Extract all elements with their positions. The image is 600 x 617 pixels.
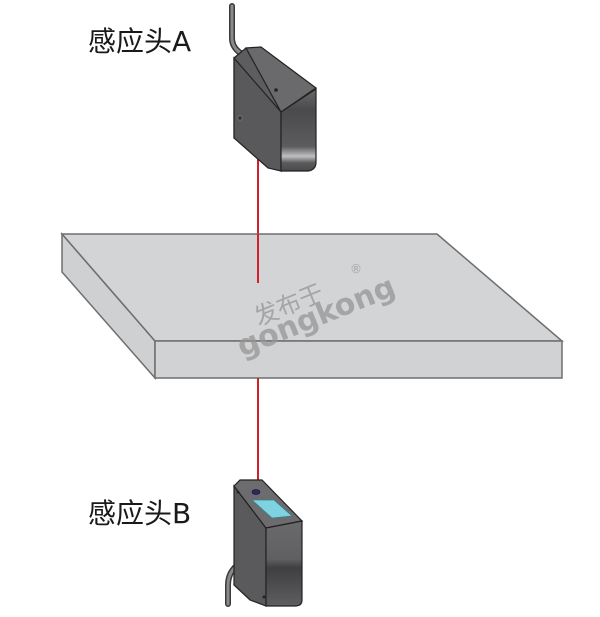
plate [60, 231, 565, 380]
sensor-b-icon [233, 479, 304, 607]
sensor-a-label: 感应头A [88, 25, 192, 58]
sensor-a-icon [233, 46, 318, 173]
sensor-b-label: 感应头B [88, 497, 192, 530]
watermark-registered-icon: ® [350, 262, 362, 276]
